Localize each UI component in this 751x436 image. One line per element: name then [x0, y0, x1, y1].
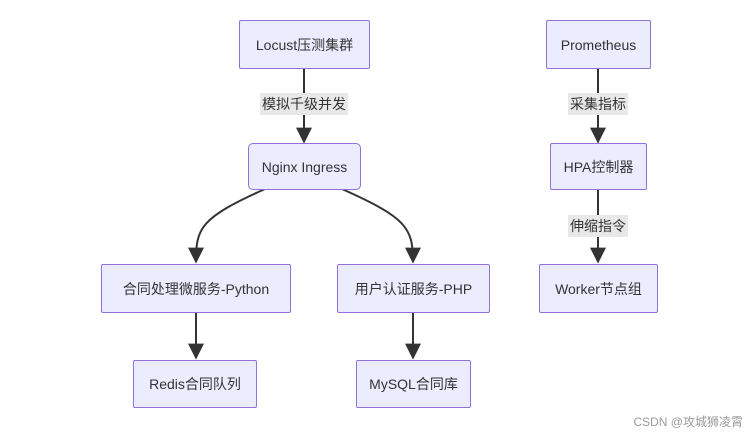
- edge-nginx-contract: [188, 188, 266, 264]
- edge-label-scaling-command: 伸缩指令: [568, 215, 628, 237]
- node-contract-label: 合同处理微服务-Python: [122, 280, 270, 297]
- edge-label-collect-metrics: 采集指标: [568, 93, 628, 115]
- node-hpa-label: HPA控制器: [563, 158, 634, 175]
- node-nginx: Nginx Ingress: [248, 143, 361, 190]
- node-prometheus: Prometheus: [546, 20, 651, 69]
- watermark: CSDN @攻城狮凌霄: [633, 415, 743, 429]
- node-locust-label: Locust压测集群: [255, 36, 354, 53]
- node-auth-label: 用户认证服务-PHP: [354, 280, 473, 297]
- node-redis-label: Redis合同队列: [149, 376, 241, 392]
- node-nginx-label: Nginx Ingress: [261, 158, 348, 175]
- node-mysql: MySQL合同库: [356, 360, 471, 408]
- node-locust: Locust压测集群: [239, 20, 370, 69]
- node-worker: Worker节点组: [539, 264, 658, 313]
- edge-nginx-auth: [341, 188, 421, 264]
- node-redis: Redis合同队列: [133, 360, 257, 408]
- node-mysql-label: MySQL合同库: [369, 376, 458, 392]
- node-auth-service: 用户认证服务-PHP: [337, 264, 490, 313]
- edge-label-simulate-concurrency: 模拟千级并发: [260, 93, 348, 115]
- node-worker-label: Worker节点组: [555, 280, 642, 297]
- node-contract-service: 合同处理微服务-Python: [101, 264, 291, 313]
- node-hpa: HPA控制器: [550, 143, 647, 190]
- node-prometheus-label: Prometheus: [560, 36, 637, 53]
